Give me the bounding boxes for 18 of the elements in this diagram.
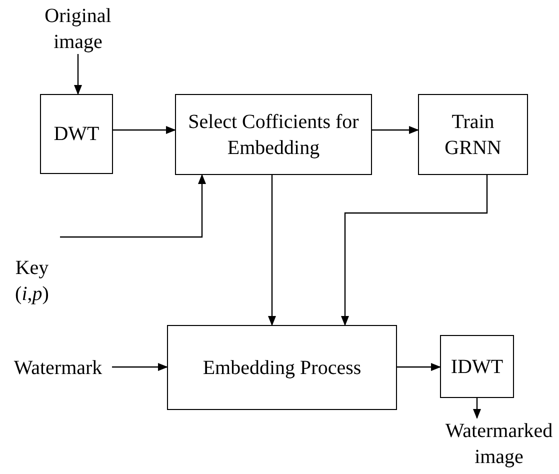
arrow	[112, 363, 168, 371]
process-box: Select Cofficients for Embedding	[175, 94, 372, 175]
io-label: Watermarked image	[442, 418, 556, 470]
arrow	[113, 126, 176, 134]
io-label: Watermark	[4, 355, 112, 381]
arrow	[473, 398, 481, 419]
arrow	[268, 175, 276, 326]
io-label: Key (i,p)	[4, 252, 60, 310]
process-box: Train GRNN	[418, 94, 528, 175]
arrow	[397, 363, 441, 371]
process-box: DWT	[40, 94, 113, 174]
arrow	[60, 174, 206, 238]
process-box: IDWT	[440, 335, 514, 398]
arrow	[341, 175, 488, 326]
arrow	[372, 126, 419, 134]
io-label: Original image	[35, 4, 121, 54]
arrow	[74, 54, 82, 95]
process-box: Embedding Process	[167, 325, 397, 410]
